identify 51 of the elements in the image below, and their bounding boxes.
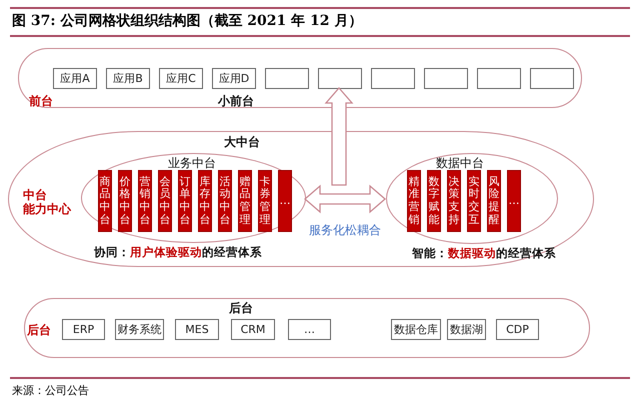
system-caption: 智能：数据驱动的经营体系	[412, 247, 556, 261]
empty-box	[424, 68, 468, 89]
system-box: 数据湖	[447, 319, 486, 340]
system-box: 应用A	[53, 68, 97, 89]
system-box: ERP	[62, 319, 105, 340]
module-column: …	[278, 170, 292, 232]
empty-box	[530, 68, 574, 89]
module-column: 赠品管理	[238, 170, 252, 232]
empty-box	[477, 68, 521, 89]
module-column: 活动中台	[218, 170, 232, 232]
module-column: 精准营销	[407, 170, 421, 232]
system-box: 数据仓库	[391, 319, 441, 340]
empty-box	[318, 68, 362, 89]
module-column: 实时交互	[467, 170, 481, 232]
system-box: MES	[175, 319, 219, 340]
module-column: 订单中台	[178, 170, 192, 232]
oval-heading: 数据中台	[435, 156, 485, 170]
module-column: 商品中台	[98, 170, 112, 232]
band-heading: 大中台	[223, 135, 261, 150]
side-label: 中台能力中心	[23, 188, 72, 217]
module-column: 价格中台	[118, 170, 132, 232]
system-caption: 协同：用户体验驱动的经营体系	[94, 246, 262, 260]
module-column: 会员中台	[158, 170, 172, 232]
source-note: 来源：公司公告	[12, 383, 89, 398]
figure-title: 图 37: 公司网格状组织结构图（截至 2021 年 12 月）	[12, 12, 362, 30]
side-label: 前台	[29, 94, 53, 108]
rounded-band	[18, 48, 582, 108]
empty-box	[265, 68, 309, 89]
system-box: CRM	[231, 319, 275, 340]
system-box: 财务系统	[115, 319, 164, 340]
system-box: 应用C	[159, 68, 203, 89]
system-box: …	[288, 319, 331, 340]
side-label: 后台	[27, 323, 51, 338]
block-arrow	[304, 184, 386, 214]
module-column: 风险提醒	[487, 170, 501, 232]
band-heading: 小前台	[216, 94, 255, 108]
module-column: 库存中台	[198, 170, 212, 232]
system-box: 应用B	[106, 68, 150, 89]
system-box: CDP	[496, 319, 539, 340]
block-arrow	[324, 87, 354, 186]
edge-label: 服务化松耦合	[307, 223, 383, 238]
system-box: 应用D	[212, 68, 256, 89]
module-column: 卡券管理	[258, 170, 272, 232]
rounded-band	[24, 298, 590, 358]
module-column: …	[507, 170, 521, 232]
empty-box	[371, 68, 415, 89]
module-column: 数字赋能	[427, 170, 441, 232]
oval-heading: 业务中台	[167, 156, 217, 170]
band-heading: 后台	[228, 301, 254, 316]
module-column: 营销中台	[138, 170, 152, 232]
module-column: 决策支持	[447, 170, 461, 232]
